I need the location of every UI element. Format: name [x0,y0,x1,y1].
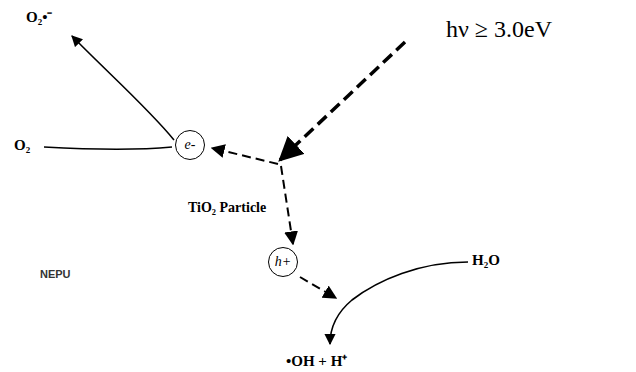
hole-circle: h+ [268,247,298,277]
product-label: •OH + H⁺ [286,350,347,370]
hole-path [281,166,293,244]
electron-path [212,148,278,164]
oxygen-label: O₂ [14,137,30,154]
particle-label: TiO₂ Particle [188,200,266,216]
superoxide-label: O₂•⁻ [26,6,52,26]
electron-circle: e- [175,130,205,160]
tio2-particle: TiO₂ Particle e-h+ [160,70,400,332]
photon-energy: hν ≥ 3.0eV [446,16,552,43]
carrier-label: e- [185,137,196,153]
superoxide-arrow [72,36,174,140]
watermark: NEPU [40,268,71,280]
carrier-label: h+ [275,254,291,270]
water-label: H₂O [472,252,500,269]
water-arrow [330,262,468,344]
oxygen-arrow [44,147,172,149]
photon-arrow [280,42,405,160]
hole-path [300,277,336,298]
